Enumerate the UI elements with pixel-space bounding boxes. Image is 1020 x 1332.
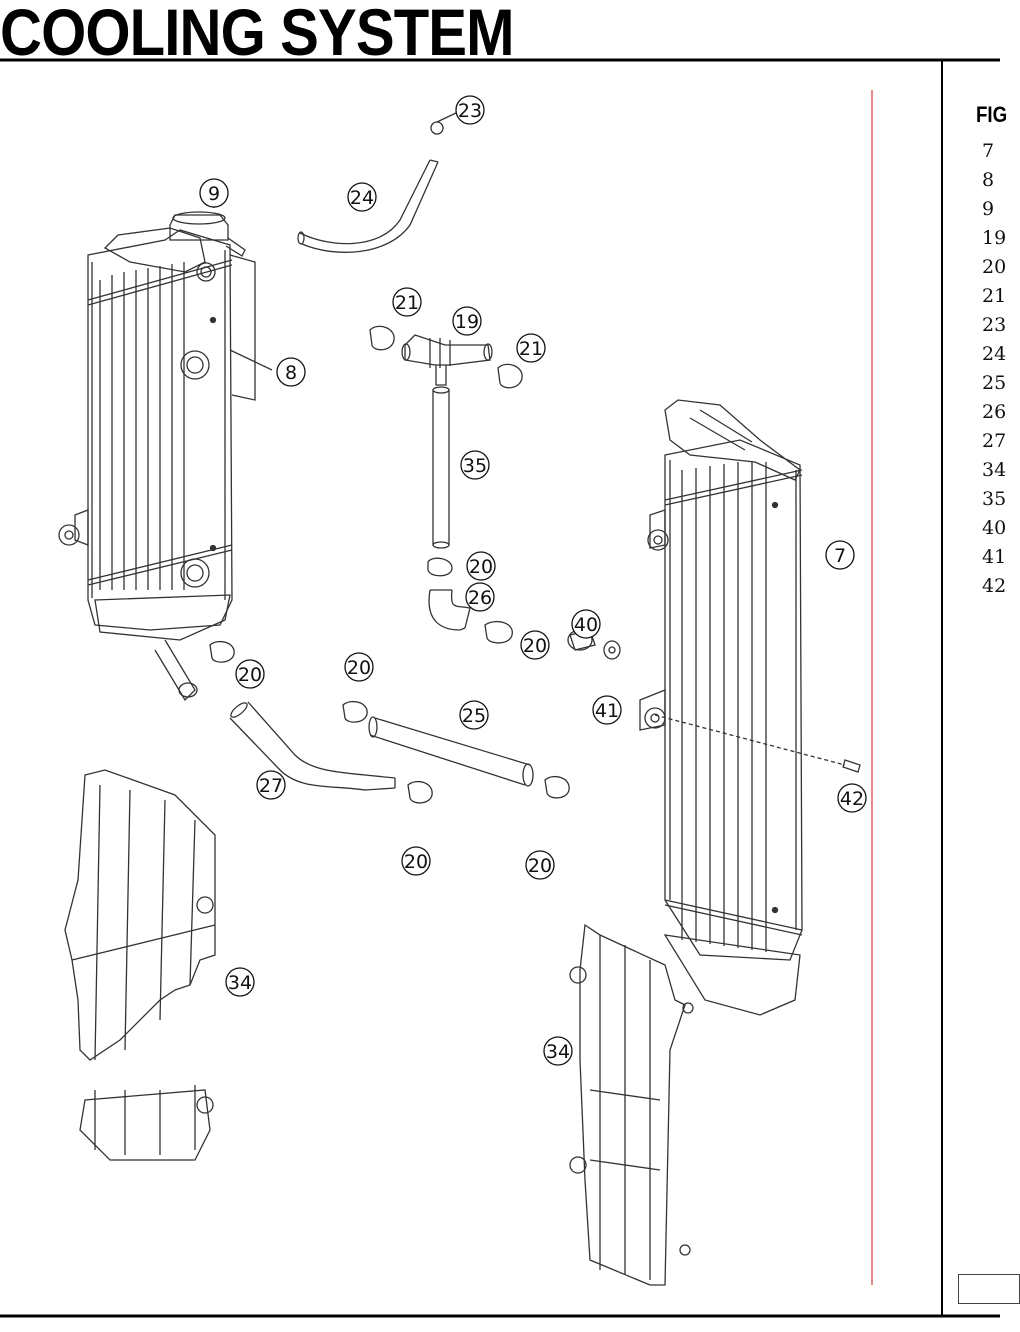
legend-item: 27 xyxy=(982,430,1007,452)
svg-text:8: 8 xyxy=(285,362,297,384)
legend-item: 35 xyxy=(982,488,1007,510)
svg-text:9: 9 xyxy=(208,183,220,205)
legend-list: 7 8 9 19 20 21 23 24 25 26 27 34 35 40 4… xyxy=(982,140,1006,604)
callout-35: 35 xyxy=(460,450,490,480)
legend-item: 26 xyxy=(982,401,1007,423)
radiator-cap xyxy=(169,190,246,257)
legend-item: 7 xyxy=(982,140,995,162)
svg-text:20: 20 xyxy=(469,556,493,578)
callout-27: 27 xyxy=(256,770,286,800)
upper-hose xyxy=(427,557,513,644)
callout-42: 42 xyxy=(837,783,867,813)
callout-20-hose-25: 20 xyxy=(344,652,374,682)
legend-item: 25 xyxy=(982,372,1007,394)
svg-text:27: 27 xyxy=(259,775,283,797)
callout-8: 8 xyxy=(276,357,306,387)
svg-text:34: 34 xyxy=(546,1041,570,1063)
callout-20-hose: 20 xyxy=(520,630,550,660)
callout-34-right: 34 xyxy=(543,1036,573,1066)
svg-text:40: 40 xyxy=(574,614,598,636)
left-radiator-guard xyxy=(64,769,216,1161)
callout-21-right: 21 xyxy=(516,333,546,363)
t-fitting xyxy=(369,325,523,389)
svg-text:20: 20 xyxy=(404,851,428,873)
legend-item: 20 xyxy=(982,256,1007,278)
svg-text:21: 21 xyxy=(519,338,543,360)
overflow-hose xyxy=(297,111,459,253)
legend-item: 19 xyxy=(982,227,1007,249)
page-title: COOLING SYSTEM xyxy=(0,0,515,69)
callout-25: 25 xyxy=(459,700,489,730)
right-radiator-guard xyxy=(569,923,694,1286)
legend-item: 42 xyxy=(982,575,1007,597)
fig-heading: FIG xyxy=(976,102,1008,127)
callout-23: 23 xyxy=(455,95,485,125)
svg-text:23: 23 xyxy=(458,100,482,122)
left-radiator xyxy=(58,227,273,702)
svg-text:21: 21 xyxy=(395,292,419,314)
svg-text:7: 7 xyxy=(834,545,846,567)
svg-text:20: 20 xyxy=(238,664,262,686)
callout-26: 26 xyxy=(465,582,495,612)
legend-item: 40 xyxy=(982,517,1007,539)
legend-item: 8 xyxy=(982,169,995,191)
svg-text:41: 41 xyxy=(595,700,619,722)
svg-text:25: 25 xyxy=(462,705,486,727)
callout-9: 9 xyxy=(199,178,229,208)
svg-text:20: 20 xyxy=(347,657,371,679)
legend-item: 34 xyxy=(982,459,1007,481)
svg-text:20: 20 xyxy=(528,855,552,877)
callouts: 23 24 9 8 21 19 21 35 20 26 20 40 41 7 4… xyxy=(199,95,867,1066)
svg-text:20: 20 xyxy=(523,635,547,657)
legend-item: 24 xyxy=(982,343,1007,365)
right-radiator xyxy=(639,399,803,1016)
callout-20-bottom-right: 20 xyxy=(525,850,555,880)
legend-footer-box xyxy=(958,1274,1020,1304)
callout-21-left: 21 xyxy=(392,287,422,317)
callout-20-bottom-left: 20 xyxy=(401,846,431,876)
legend-item: 21 xyxy=(982,285,1007,307)
callout-19: 19 xyxy=(452,306,482,336)
callout-7: 7 xyxy=(825,540,855,570)
svg-text:19: 19 xyxy=(455,311,479,333)
left-lower-hose xyxy=(209,640,433,804)
callout-20-pipe: 20 xyxy=(466,551,496,581)
coolant-pipe xyxy=(432,386,450,549)
svg-text:24: 24 xyxy=(350,187,374,209)
parts-legend: FIG 7 8 9 19 20 21 23 24 25 26 27 34 35 … xyxy=(944,62,1020,1314)
legend-item: 41 xyxy=(982,546,1007,568)
callout-40: 40 xyxy=(571,609,601,639)
callout-34-left: 34 xyxy=(225,967,255,997)
svg-text:35: 35 xyxy=(463,455,487,477)
svg-text:26: 26 xyxy=(468,587,492,609)
callout-41: 41 xyxy=(592,695,622,725)
legend-item: 23 xyxy=(982,314,1007,336)
legend-item: 9 xyxy=(982,198,995,220)
callout-20-left-radiator: 20 xyxy=(235,659,265,689)
svg-text:34: 34 xyxy=(228,972,252,994)
right-lower-hose xyxy=(342,700,570,799)
svg-text:42: 42 xyxy=(840,788,864,810)
callout-24: 24 xyxy=(347,182,377,212)
